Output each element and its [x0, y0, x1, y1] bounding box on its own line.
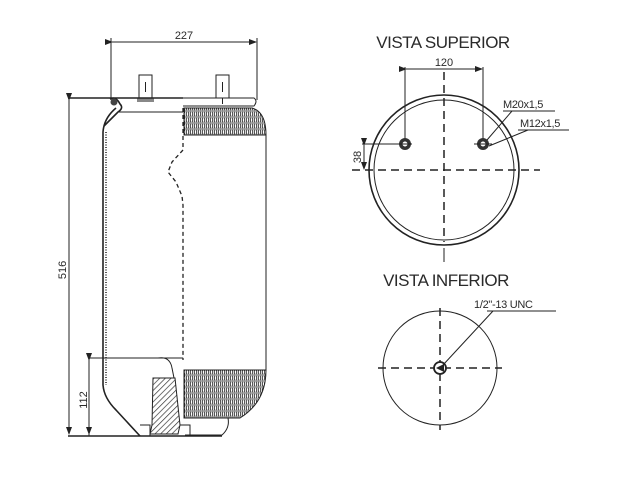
dimension-total-height: 516 — [57, 93, 72, 435]
top-bead-plate — [68, 97, 257, 127]
callout-bolt-thread: 1/2"-13 UNC — [442, 299, 556, 366]
callout-label-unc: 1/2"-13 UNC — [474, 299, 533, 311]
callout-air-fitting: M20x1,5 — [486, 99, 555, 141]
bottom-view-title: VISTA INFERIOR — [383, 271, 509, 290]
side-view: 227 — [57, 30, 267, 437]
callout-label-m20: M20x1,5 — [503, 99, 543, 111]
center-bolt-hole — [433, 361, 447, 375]
mounting-stud-right — [215, 74, 230, 104]
dimension-stud-offset: 38 — [352, 138, 398, 170]
bellow-section — [102, 107, 267, 437]
top-view: VISTA SUPERIOR 120 38 — [352, 33, 569, 246]
bottom-view: VISTA INFERIOR 1/2"-13 UNC — [378, 248, 556, 430]
callout-label-m12: M12x1,5 — [520, 118, 560, 130]
dimension-top-width: 227 — [105, 30, 258, 100]
dimension-label-120: 120 — [435, 57, 453, 69]
dimension-label-38: 38 — [352, 151, 364, 163]
dimension-label-112: 112 — [78, 391, 90, 409]
callout-stud-thread: M12x1,5 — [488, 118, 569, 147]
stud-hole-right — [474, 138, 492, 150]
stud-hole-left — [398, 138, 412, 150]
dimension-label-516: 516 — [57, 261, 69, 279]
dimension-piston-height: 112 — [78, 353, 92, 436]
top-view-title: VISTA SUPERIOR — [376, 33, 510, 52]
piston — [68, 357, 229, 437]
dimension-label-227: 227 — [175, 30, 193, 42]
